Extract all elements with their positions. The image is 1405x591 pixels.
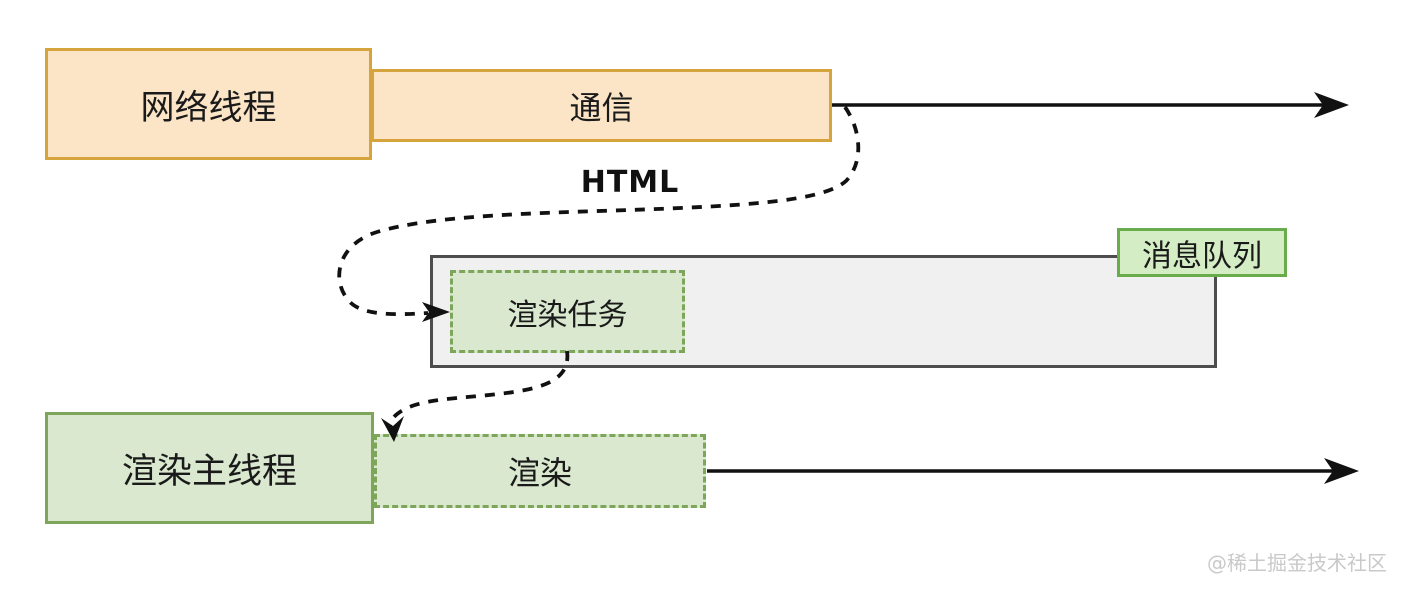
render-label: 渲染 bbox=[507, 454, 572, 492]
message-queue-tag: 消息队列 bbox=[1117, 228, 1287, 277]
render-box: 渲染 bbox=[374, 434, 706, 508]
network-thread-label: 网络线程 bbox=[140, 87, 277, 128]
network-thread-box: 网络线程 bbox=[45, 48, 372, 160]
render-main-thread-label: 渲染主线程 bbox=[121, 451, 297, 492]
communication-box: 通信 bbox=[371, 69, 832, 142]
communication-label: 通信 bbox=[569, 88, 634, 127]
watermark: @稀土掘金技术社区 bbox=[1207, 551, 1387, 575]
message-queue-label: 消息队列 bbox=[1142, 238, 1262, 274]
html-annotation: HTML bbox=[580, 165, 680, 200]
top-timeline-arrow bbox=[832, 92, 1349, 118]
bottom-timeline-arrow bbox=[707, 458, 1359, 484]
arrow-right-icon bbox=[1314, 92, 1349, 118]
render-task-box: 渲染任务 bbox=[450, 270, 685, 353]
arrow-right-icon bbox=[1324, 458, 1359, 484]
render-main-thread-box: 渲染主线程 bbox=[45, 412, 374, 524]
render-task-label: 渲染任务 bbox=[507, 297, 628, 333]
